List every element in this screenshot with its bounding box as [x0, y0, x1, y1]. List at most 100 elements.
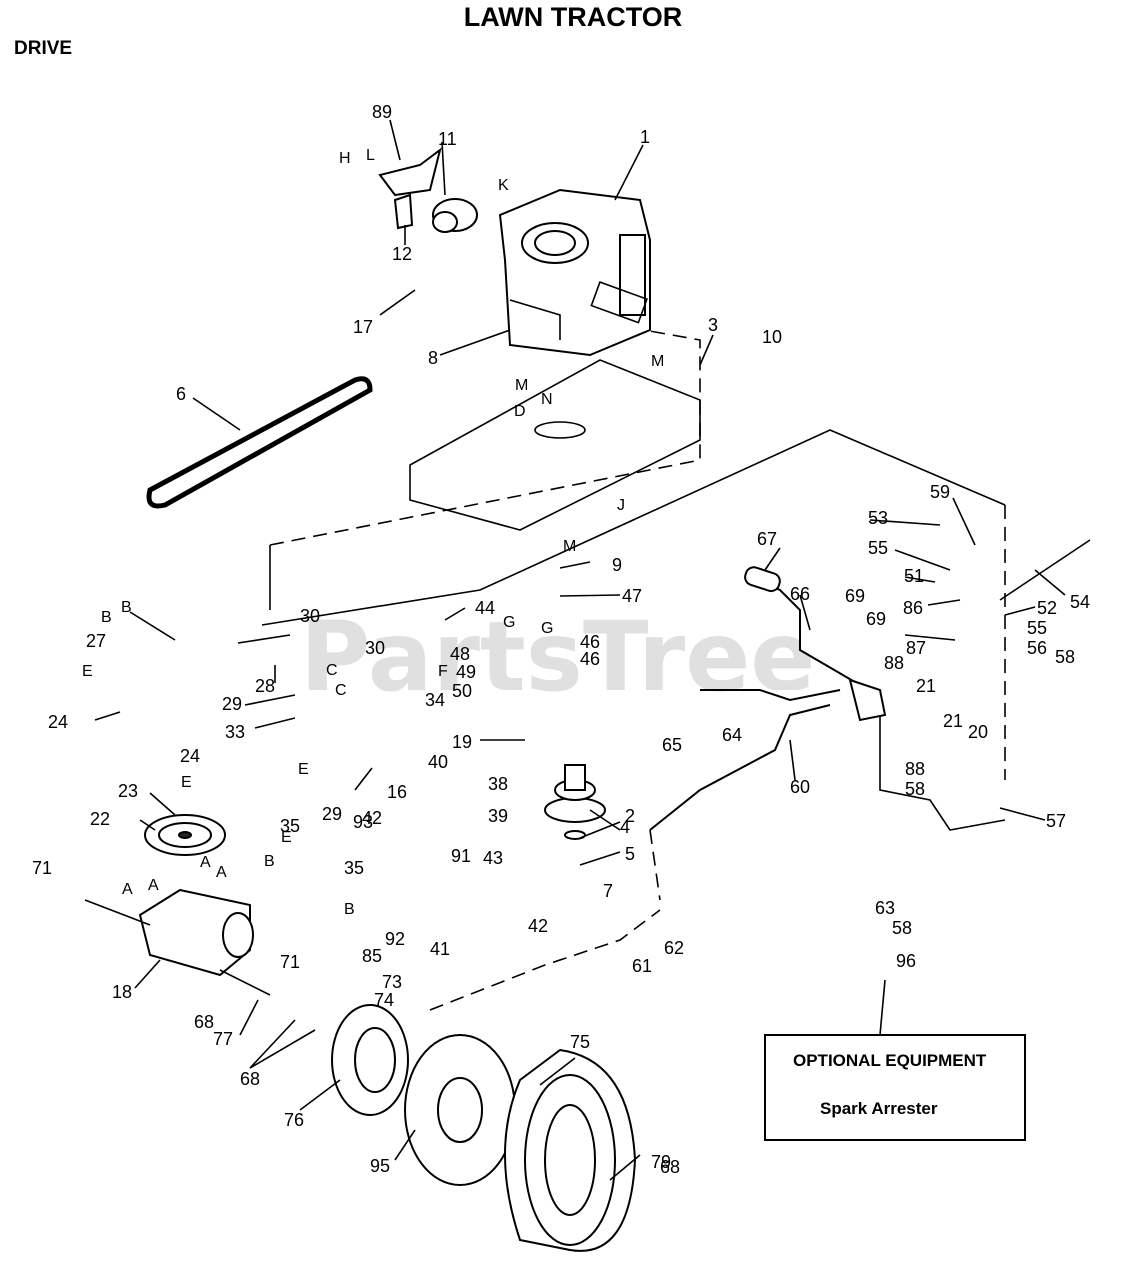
- part-number-28: 28: [255, 676, 275, 696]
- part-number-24: 24: [180, 746, 200, 766]
- part-number-69: 69: [866, 609, 886, 629]
- connector-letter-b: B: [121, 599, 132, 616]
- part-number-20: 20: [968, 722, 988, 742]
- connector-letter-e: E: [281, 829, 292, 846]
- part-number-60: 60: [790, 777, 810, 797]
- part-number-66: 66: [790, 584, 810, 604]
- connector-letter-e: E: [298, 761, 309, 778]
- connector-letter-g: G: [541, 620, 553, 637]
- part-number-85: 85: [362, 946, 382, 966]
- optional-equipment-heading: OPTIONAL EQUIPMENT: [793, 1051, 987, 1070]
- engine: [498, 188, 651, 357]
- part-number-42: 42: [362, 808, 382, 828]
- watermark: PartsTree: [300, 601, 815, 713]
- part-number-43: 43: [483, 848, 503, 868]
- part-number-62: 62: [664, 938, 684, 958]
- part-number-41: 41: [430, 939, 450, 959]
- part-number-46: 46: [580, 632, 600, 652]
- muffler-assembly: [378, 147, 478, 233]
- part-number-91: 91: [451, 846, 471, 866]
- part-number-57: 57: [1046, 811, 1066, 831]
- part-number-95: 95: [370, 1156, 390, 1176]
- connector-letter-j: J: [617, 497, 625, 514]
- part-number-88: 88: [905, 759, 925, 779]
- part-number-75: 75: [570, 1032, 590, 1052]
- part-number-56: 56: [1027, 638, 1047, 658]
- linkage-rods: [649, 539, 1091, 831]
- part-number-67: 67: [757, 529, 777, 549]
- part-number-53: 53: [868, 508, 888, 528]
- part-number-58: 58: [892, 918, 912, 938]
- rear-wheel: [331, 1004, 637, 1252]
- part-number-68: 68: [194, 1012, 214, 1032]
- connector-letter-n: N: [541, 391, 553, 408]
- connector-letter-b: B: [344, 901, 355, 918]
- part-number-55: 55: [868, 538, 888, 558]
- part-number-86: 86: [903, 598, 923, 618]
- connector-letter-a: A: [122, 881, 133, 898]
- connector-letter-h: H: [339, 150, 351, 167]
- part-number-33: 33: [225, 722, 245, 742]
- transmission-pulley: [144, 814, 226, 856]
- part-number-49: 49: [456, 662, 476, 682]
- section-title: DRIVE: [14, 38, 73, 59]
- connector-letter-d: D: [514, 403, 526, 420]
- part-number-71: 71: [32, 858, 52, 878]
- drive-belt: [146, 376, 373, 509]
- part-number-44: 44: [475, 598, 495, 618]
- leader-lines: [94, 119, 1066, 1181]
- part-number-42: 42: [528, 916, 548, 936]
- part-number-19: 19: [452, 732, 472, 752]
- part-number-21: 21: [943, 711, 963, 731]
- optional-equipment-item: Spark Arrester: [820, 1099, 938, 1118]
- connector-letter-e: E: [181, 774, 192, 791]
- connector-letter-m: M: [515, 377, 528, 394]
- part-number-74: 74: [374, 990, 394, 1010]
- connector-letter-b: B: [264, 853, 275, 870]
- part-number-6: 6: [176, 384, 186, 404]
- part-number-30: 30: [365, 638, 385, 658]
- part-number-27: 27: [86, 631, 106, 651]
- part-number-55: 55: [1027, 618, 1047, 638]
- part-number-63: 63: [875, 898, 895, 918]
- part-number-71: 71: [280, 952, 300, 972]
- connector-letter-l: L: [366, 147, 375, 164]
- part-number-30: 30: [300, 606, 320, 626]
- part-number-58: 58: [1055, 647, 1075, 667]
- part-number-68: 68: [660, 1157, 680, 1177]
- part-number-23: 23: [118, 781, 138, 801]
- part-number-96: 96: [896, 951, 916, 971]
- part-number-50: 50: [452, 681, 472, 701]
- part-number-54: 54: [1070, 592, 1090, 612]
- part-number-12: 12: [392, 244, 412, 264]
- connector-letter-e: E: [82, 663, 93, 680]
- transaxle: [84, 888, 271, 996]
- part-number-7: 7: [603, 881, 613, 901]
- part-number-92: 92: [385, 929, 405, 949]
- part-number-9: 9: [612, 555, 622, 575]
- part-number-5: 5: [625, 844, 635, 864]
- part-number-93: 93: [353, 812, 373, 832]
- part-number-22: 22: [90, 809, 110, 829]
- part-number-17: 17: [353, 317, 373, 337]
- part-number-47: 47: [622, 586, 642, 606]
- connector-letter-b: B: [101, 609, 112, 626]
- part-number-46: 46: [580, 649, 600, 669]
- part-number-38: 38: [488, 774, 508, 794]
- part-number-59: 59: [930, 482, 950, 502]
- part-number-16: 16: [387, 782, 407, 802]
- connector-letter-a: A: [216, 864, 227, 881]
- part-number-21: 21: [916, 676, 936, 696]
- part-number-40: 40: [428, 752, 448, 772]
- part-number-2: 2: [625, 806, 635, 826]
- connector-letter-k: K: [498, 177, 509, 194]
- part-number-68: 68: [240, 1069, 260, 1089]
- part-number-64: 64: [722, 725, 742, 745]
- part-number-35: 35: [280, 816, 300, 836]
- connector-letter-c: C: [326, 662, 338, 679]
- part-number-87: 87: [906, 638, 926, 658]
- part-number-69: 69: [845, 586, 865, 606]
